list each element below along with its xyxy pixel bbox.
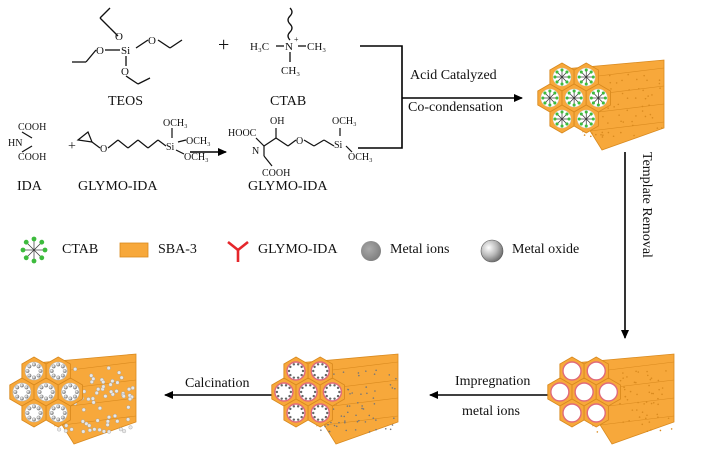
sba3-template-removed-block xyxy=(547,353,675,445)
ctab-icon xyxy=(20,236,48,264)
glymo-och3-right: OCH₃ xyxy=(186,136,211,147)
product-structure xyxy=(255,128,353,167)
glymo-o: O xyxy=(100,144,107,155)
co-condensation-label: Co-condensation xyxy=(408,100,503,115)
calcination-label: Calcination xyxy=(185,376,250,391)
ctab-charge: + xyxy=(294,35,299,44)
teos-si: Si xyxy=(121,45,130,57)
legend-metal-ions-label: Metal ions xyxy=(390,242,450,257)
teos-o2: O xyxy=(96,45,104,57)
template-removal-label: Template Removal xyxy=(639,152,654,258)
product-och3-b: OCH₃ xyxy=(348,152,373,163)
ida-hn: HN xyxy=(8,138,22,149)
product-och3-a: OCH₃ xyxy=(332,116,357,127)
teos-structure xyxy=(72,7,183,85)
ida-atoms: COOH HN COOH + xyxy=(8,122,76,163)
product-oh: OH xyxy=(270,116,284,127)
ctab-label: CTAB xyxy=(270,94,307,109)
teos-atoms: Si O O O O xyxy=(96,31,156,78)
ida-label: IDA xyxy=(17,179,42,194)
sba3-metal-ions-block xyxy=(271,353,399,445)
plus-sign-2: + xyxy=(68,139,76,154)
glymo-ida-icon xyxy=(227,240,249,262)
plus-sign-1: + xyxy=(218,34,230,56)
metal-ion-icon xyxy=(361,241,381,261)
teos-o3: O xyxy=(148,35,156,47)
legend-metal-oxide-label: Metal oxide xyxy=(512,242,580,257)
sba3-with-ctab-block xyxy=(537,59,665,151)
legend-icons xyxy=(20,236,504,264)
glymo-structure xyxy=(76,128,187,155)
product-hooc: HOOC xyxy=(228,128,257,139)
glymo-ida-product-label: GLYMO-IDA xyxy=(248,179,328,194)
convergence-bracket xyxy=(358,45,523,149)
ctab-structure xyxy=(276,7,306,62)
ida-cooh-bottom: COOH xyxy=(18,152,46,163)
glymo-atoms: O Si OCH₃ OCH₃ OCH₃ xyxy=(100,118,211,163)
product-n: N xyxy=(252,146,259,157)
impregnation-label: Impregnation xyxy=(455,374,531,389)
metal-ions-step-label: metal ions xyxy=(462,404,520,419)
glymo-och3-top: OCH₃ xyxy=(163,118,188,129)
sba3-metal-oxide-block xyxy=(9,353,137,445)
product-atoms: HOOC OH N COOH O Si OCH₃ OCH₃ xyxy=(228,116,373,179)
ida-structure xyxy=(21,131,33,153)
legend-ctab-label: CTAB xyxy=(62,242,99,257)
ctab-n: N xyxy=(285,41,293,53)
glymo-och3-mid: OCH₃ xyxy=(184,152,209,163)
glymo-ida-reagent-label: GLYMO-IDA xyxy=(78,179,158,194)
metal-oxide-icon xyxy=(480,239,504,263)
ctab-ch3-bottom: CH₃ xyxy=(281,65,300,77)
ctab-ch3-right: CH₃ xyxy=(307,41,326,53)
teos-o1: O xyxy=(115,31,123,43)
legend-glymo-ida-label: GLYMO-IDA xyxy=(258,242,338,257)
teos-o4: O xyxy=(121,66,129,78)
product-cooh: COOH xyxy=(262,168,290,179)
sba3-icon xyxy=(119,242,149,258)
ctab-h3c: H₃C xyxy=(250,41,269,53)
ctab-atoms: H₃C N + CH₃ CH₃ xyxy=(250,35,326,77)
legend-sba3-label: SBA-3 xyxy=(158,242,197,257)
acid-catalyzed-label: Acid Catalyzed xyxy=(410,68,497,83)
ida-cooh-top: COOH xyxy=(18,122,46,133)
teos-label: TEOS xyxy=(108,94,143,109)
product-o: O xyxy=(296,136,303,147)
glymo-si: Si xyxy=(166,142,175,153)
product-si: Si xyxy=(334,140,343,151)
